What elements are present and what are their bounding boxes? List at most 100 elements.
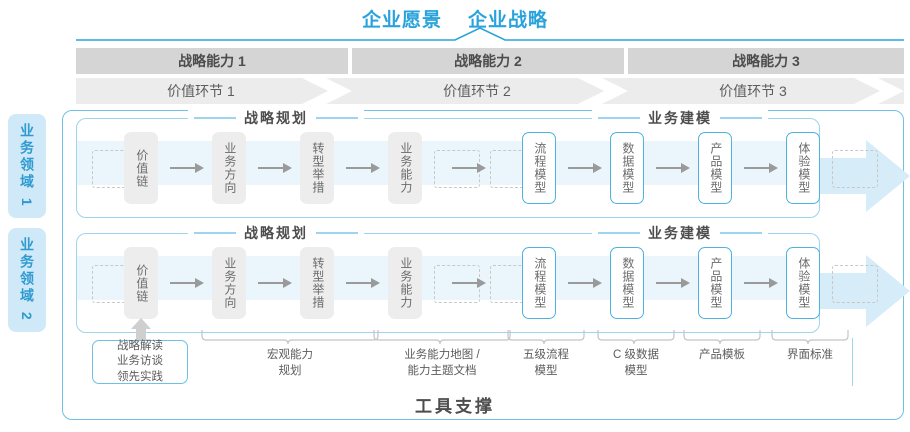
capability-cell-1[interactable]: 战略能力 1 bbox=[76, 48, 348, 74]
domain-tag-1-label: 业务领域 1 bbox=[19, 123, 35, 209]
placeholder-box bbox=[832, 150, 878, 188]
node-modeling-1-4[interactable]: 体验模型 bbox=[786, 132, 820, 204]
brace-icon bbox=[507, 330, 585, 345]
node-label: 业务能力 bbox=[398, 142, 413, 194]
value-chain-band: 价值环节 1 价值环节 2 价值环节 3 bbox=[76, 78, 904, 104]
arrow-icon bbox=[452, 163, 486, 173]
node-label: 业务方向 bbox=[222, 142, 237, 194]
tool-label-6: 界面标准 bbox=[770, 348, 850, 364]
capability-cell-3[interactable]: 战略能力 3 bbox=[628, 48, 904, 74]
footer-title: 工具支撑 bbox=[415, 397, 495, 416]
section-rule-right bbox=[316, 232, 358, 234]
node-label: 数据模型 bbox=[620, 142, 635, 194]
tool-label-2-line-1: 业务能力地图 / bbox=[404, 349, 480, 361]
tool-label-3-line-1: 五级流程 bbox=[523, 349, 569, 361]
arrow-icon bbox=[744, 278, 778, 288]
up-arrow-icon bbox=[131, 318, 151, 342]
brace-icon bbox=[201, 330, 379, 345]
capability-band: 战略能力 1 战略能力 2 战略能力 3 bbox=[76, 48, 904, 74]
tool-label-1-line-2: 规划 bbox=[278, 364, 302, 377]
brace-icon bbox=[683, 330, 761, 345]
brace-icon bbox=[373, 330, 511, 345]
value-chain-label-3[interactable]: 价值环节 3 bbox=[719, 83, 787, 99]
node-modeling-2-1[interactable]: 流程模型 bbox=[522, 247, 556, 319]
tool-box-line-2: 业务访谈 bbox=[117, 355, 163, 368]
tool-label-4: C 级数据 模型 bbox=[596, 348, 676, 379]
section-head-modeling-2: 业务建模 bbox=[592, 225, 768, 241]
section-rule-left bbox=[598, 117, 640, 119]
section-rule-left bbox=[194, 232, 236, 234]
node-label: 价值链 bbox=[134, 148, 149, 188]
arrow-icon bbox=[346, 163, 380, 173]
node-planning-1-2[interactable]: 业务方向 bbox=[212, 132, 246, 204]
section-rule-left bbox=[598, 232, 640, 234]
tool-label-4-line-2: 模型 bbox=[624, 364, 648, 377]
section-rule-right bbox=[720, 117, 762, 119]
value-chain-shape bbox=[76, 78, 904, 104]
outer-container bbox=[62, 110, 904, 420]
node-planning-1-1[interactable]: 价值链 bbox=[124, 132, 158, 204]
brace-icon bbox=[597, 330, 675, 345]
tool-box-line-3: 领先实践 bbox=[117, 370, 163, 383]
value-chain-label-2[interactable]: 价值环节 2 bbox=[443, 83, 511, 99]
node-planning-2-1[interactable]: 价值链 bbox=[124, 247, 158, 319]
node-label: 数据模型 bbox=[620, 257, 635, 309]
node-label: 流程模型 bbox=[532, 142, 547, 194]
node-modeling-1-2[interactable]: 数据模型 bbox=[610, 132, 644, 204]
brace-icon bbox=[771, 330, 849, 345]
section-head-modeling-1: 业务建模 bbox=[592, 110, 768, 126]
section-head-modeling-2-label: 业务建模 bbox=[648, 225, 712, 241]
node-planning-2-4[interactable]: 业务能力 bbox=[388, 247, 422, 319]
node-modeling-1-1[interactable]: 流程模型 bbox=[522, 132, 556, 204]
arrow-icon bbox=[346, 278, 380, 288]
node-label: 转型举措 bbox=[310, 142, 325, 194]
arrow-icon bbox=[568, 278, 602, 288]
arrow-icon bbox=[656, 163, 690, 173]
node-label: 转型举措 bbox=[310, 257, 325, 309]
domain-tag-2-label: 业务领域 2 bbox=[19, 237, 35, 323]
tool-label-3-line-2: 模型 bbox=[534, 364, 558, 377]
section-rule-right bbox=[720, 232, 762, 234]
domain-tag-2[interactable]: 业务领域 2 bbox=[8, 228, 46, 332]
title-pointer-icon bbox=[76, 27, 904, 41]
node-modeling-2-2[interactable]: 数据模型 bbox=[610, 247, 644, 319]
section-head-planning-1-label: 战略规划 bbox=[244, 110, 308, 126]
arrow-icon bbox=[744, 163, 778, 173]
node-label: 业务能力 bbox=[398, 257, 413, 309]
title-strategy: 企业战略 bbox=[468, 9, 549, 31]
node-planning-2-2[interactable]: 业务方向 bbox=[212, 247, 246, 319]
diagram-title: 企业愿景 企业战略 bbox=[0, 4, 910, 32]
arrow-icon bbox=[258, 163, 292, 173]
capability-cell-2[interactable]: 战略能力 2 bbox=[352, 48, 624, 74]
arrow-icon bbox=[170, 163, 204, 173]
tool-label-3: 五级流程 模型 bbox=[506, 348, 586, 379]
tool-label-1-line-1: 宏观能力 bbox=[267, 349, 313, 361]
tool-box-interview[interactable]: 战略解读 业务访谈 领先实践 bbox=[92, 340, 188, 384]
tool-label-5: 产品模板 bbox=[682, 348, 762, 364]
section-head-planning-2: 战略规划 bbox=[188, 225, 364, 241]
arrow-icon bbox=[258, 278, 292, 288]
domain-tag-1[interactable]: 业务领域 1 bbox=[8, 114, 46, 218]
node-modeling-2-3[interactable]: 产品模型 bbox=[698, 247, 732, 319]
title-vision: 企业愿景 bbox=[361, 9, 442, 31]
node-modeling-2-4[interactable]: 体验模型 bbox=[786, 247, 820, 319]
arrow-icon bbox=[170, 278, 204, 288]
node-planning-1-4[interactable]: 业务能力 bbox=[388, 132, 422, 204]
node-label: 业务方向 bbox=[222, 257, 237, 309]
placeholder-box bbox=[832, 265, 878, 303]
section-rule-left bbox=[194, 117, 236, 119]
section-head-planning-2-label: 战略规划 bbox=[244, 225, 308, 241]
value-chain-label-1[interactable]: 价值环节 1 bbox=[167, 83, 235, 99]
node-label: 产品模型 bbox=[708, 257, 723, 309]
tool-label-5-line-1: 产品模板 bbox=[699, 349, 745, 361]
node-label: 产品模型 bbox=[708, 142, 723, 194]
tool-label-1: 宏观能力 规划 bbox=[210, 348, 370, 379]
row-2-strip bbox=[77, 256, 819, 300]
node-planning-1-3[interactable]: 转型举措 bbox=[300, 132, 334, 204]
node-planning-2-3[interactable]: 转型举措 bbox=[300, 247, 334, 319]
tool-label-2-line-2: 能力主题文档 bbox=[407, 364, 477, 377]
tool-area-divider bbox=[852, 338, 854, 386]
node-modeling-1-3[interactable]: 产品模型 bbox=[698, 132, 732, 204]
tool-label-6-line-1: 界面标准 bbox=[787, 349, 833, 361]
